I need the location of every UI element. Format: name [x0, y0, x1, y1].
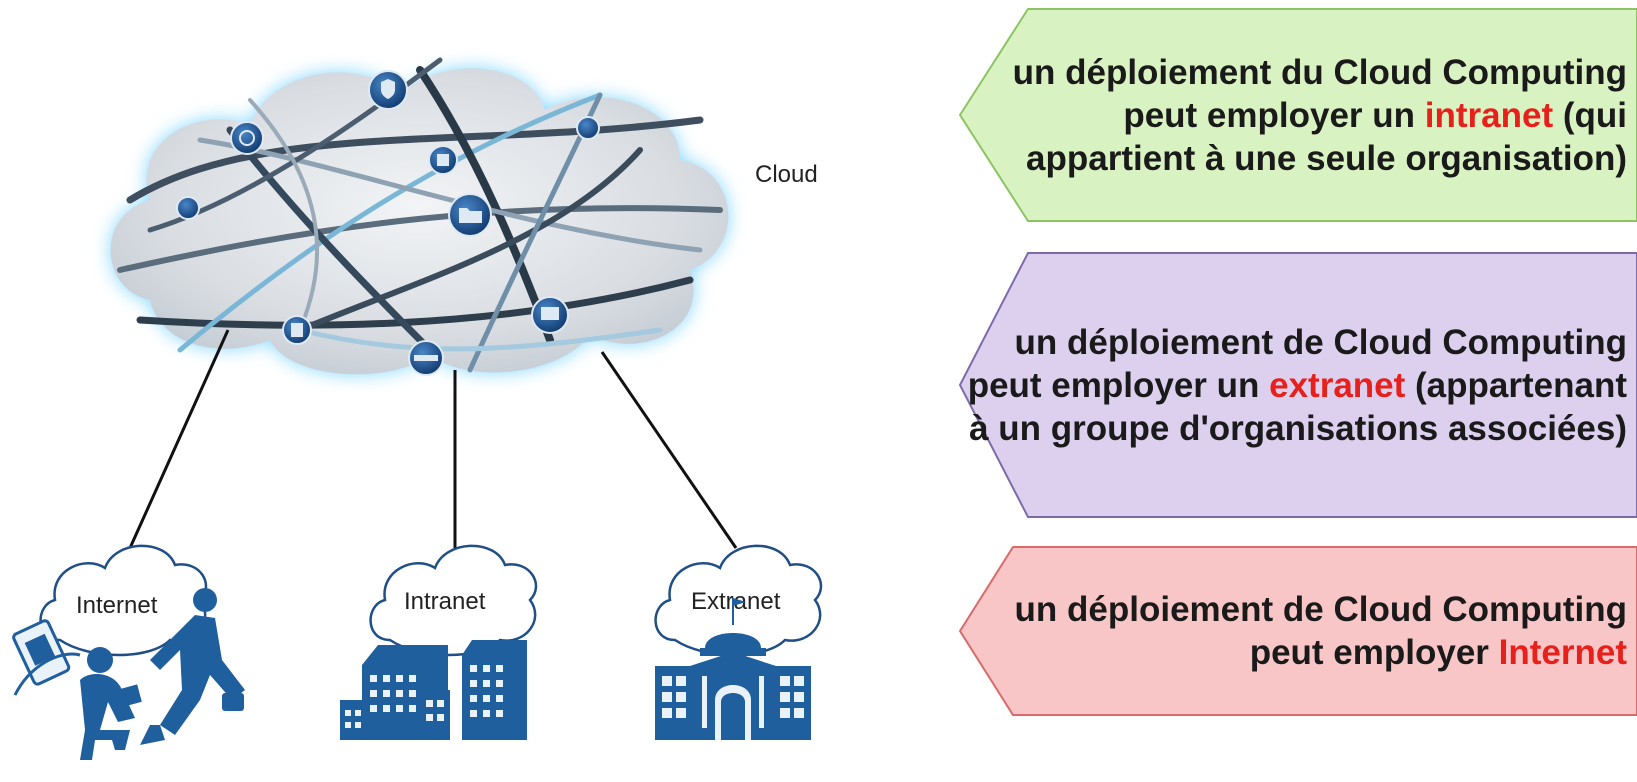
callout-arrow-shape — [958, 546, 1637, 716]
callout-shape — [958, 8, 1637, 222]
connection-lines — [128, 329, 738, 549]
intranet-label: Intranet — [404, 588, 486, 615]
institution-building-icon — [655, 598, 811, 740]
intranet-callout: un déploiement du Cloud Computing peut e… — [958, 7, 1637, 223]
internet-cloud — [39, 544, 208, 657]
cloud-service-nodes — [176, 70, 600, 376]
extranet-callout-text: un déploiement de Cloud Computing peut e… — [958, 251, 1627, 519]
callout-arrow-shape — [958, 252, 1637, 518]
callout-text-after: (appartenant à un groupe d'organisations… — [969, 365, 1627, 448]
callout-arrow-shape — [958, 8, 1637, 222]
callout-highlight: intranet — [1424, 95, 1554, 135]
extranet-connection-line — [600, 351, 738, 549]
mobile-people-icon — [12, 588, 245, 760]
callout-text-after: (qui appartient à une seule organisation… — [1026, 95, 1627, 178]
callout-highlight: Internet — [1498, 633, 1627, 672]
callout-highlight: extranet — [1269, 365, 1406, 405]
callout-text-before: un déploiement de Cloud Computing peut e… — [967, 322, 1627, 405]
globe-node-icon — [230, 121, 264, 155]
office-buildings-icon — [340, 640, 527, 740]
cloud-network-diagram: Cloud Internet Intranet Extranet — [12, 57, 823, 760]
callout-shape — [958, 252, 1637, 518]
callout-text-before: un déploiement de Cloud Computing peut e… — [1014, 590, 1627, 672]
callout-shape — [958, 546, 1637, 716]
network-clouds — [39, 544, 823, 657]
cloud-label: Cloud — [755, 161, 818, 188]
internet-callout: un déploiement de Cloud Computing peut e… — [958, 545, 1637, 717]
internet-callout-text: un déploiement de Cloud Computing peut e… — [958, 545, 1627, 717]
mobile-node-icon — [576, 116, 600, 140]
callout-text-before: un déploiement du Cloud Computing peut e… — [1012, 52, 1627, 135]
extranet-callout: un déploiement de Cloud Computing peut e… — [958, 251, 1637, 519]
internet-label: Internet — [76, 592, 158, 619]
internet-connection-line — [128, 329, 230, 549]
intranet-callout-text: un déploiement du Cloud Computing peut e… — [958, 7, 1627, 223]
document-node-icon — [176, 196, 200, 220]
